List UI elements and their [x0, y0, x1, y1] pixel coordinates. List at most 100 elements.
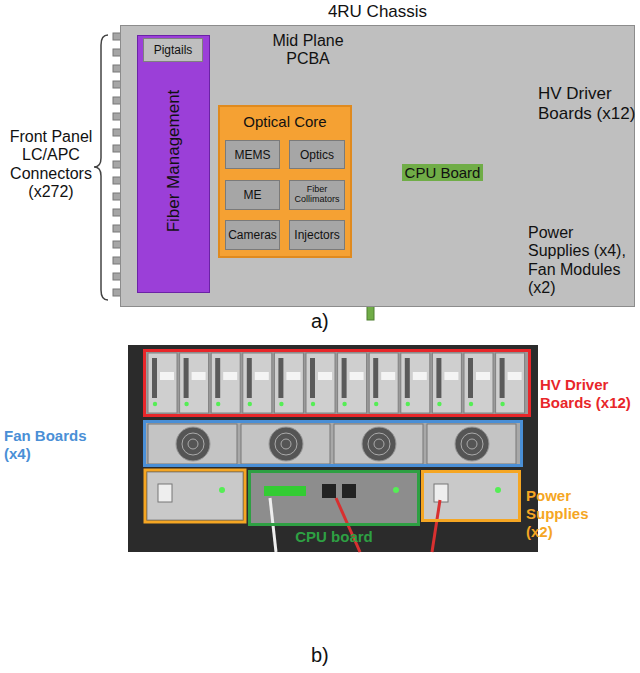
driver-cards [148, 353, 525, 413]
network-port [342, 484, 356, 498]
driver-card [274, 353, 303, 413]
node-text: ME [244, 188, 262, 202]
card-sticker [192, 372, 206, 380]
status-led [469, 402, 473, 406]
driver-card [148, 353, 177, 413]
fan-grille [275, 433, 297, 455]
card-slot [500, 358, 505, 398]
fan-grille [461, 433, 483, 455]
node-text: Cameras [228, 228, 277, 242]
card-slot [373, 358, 378, 398]
driver-card [338, 353, 367, 413]
status-led [374, 402, 378, 406]
cpu-module [250, 472, 418, 524]
card-slot [247, 358, 252, 398]
status-led [279, 402, 283, 406]
driver-card [243, 353, 272, 413]
highlight-frame: HV Driver Boards (x12) [143, 349, 531, 417]
status-led [342, 402, 346, 406]
card-sticker [318, 372, 332, 380]
panel-letter: b) [311, 644, 329, 667]
node-text: 4RU Chassis [121, 2, 634, 22]
card-sticker [444, 372, 458, 380]
node-text: MEMS [235, 148, 271, 162]
status-led [311, 402, 315, 406]
card-slot [468, 358, 473, 398]
driver-card [464, 353, 493, 413]
card-slot [310, 358, 315, 398]
fan-grille [374, 439, 384, 449]
fan-module [148, 424, 237, 464]
card-sticker [223, 372, 237, 380]
node-text: Optics [300, 148, 334, 162]
card-slot [405, 358, 410, 398]
node-text: CPU board [251, 528, 417, 545]
network-port [322, 484, 336, 498]
power-socket [434, 484, 448, 502]
component-box: Optics [289, 140, 345, 169]
driver-card [180, 353, 209, 413]
fan-tray [146, 422, 522, 466]
panel-letter: a) [311, 310, 329, 333]
component-box: Injectors [289, 220, 345, 250]
node-text: Pigtails [154, 43, 193, 57]
photo-background [128, 345, 538, 552]
driver-card [306, 353, 335, 413]
status-led [248, 402, 252, 406]
card-sticker [350, 372, 364, 380]
card-sticker [160, 372, 174, 380]
status-led [500, 402, 504, 406]
node-text: Power Supplies (x2) [526, 487, 604, 541]
highlight-frame: Fan Boards (x4) [143, 420, 523, 467]
component-box: Cameras [225, 220, 280, 250]
driver-card [496, 353, 525, 413]
driver-card [369, 353, 398, 413]
fan-grille [269, 427, 303, 461]
optical-core-box: Optical CoreMEMSOpticsMEFiber Collimator… [218, 105, 352, 258]
status-led [219, 487, 225, 493]
node-text: Injectors [294, 228, 339, 242]
cpu-board-box: CPU Board [385, 128, 500, 216]
status-led [406, 402, 410, 406]
status-led [184, 402, 188, 406]
card-slot [436, 358, 441, 398]
fan-grille [368, 433, 390, 455]
driver-card [432, 353, 461, 413]
callout-label: HV Driver Boards (x12) [538, 84, 640, 123]
status-led [495, 487, 501, 493]
card-sticker [286, 372, 300, 380]
callout-label: Power Supplies (x4), Fan Modules (x2) [528, 224, 638, 298]
node-text: Fiber Management [164, 90, 184, 233]
status-led [437, 402, 441, 406]
fan-grille [281, 439, 291, 449]
node-text: HV Driver Boards (x12) [540, 376, 640, 412]
cable [432, 500, 440, 552]
bracket [94, 35, 108, 300]
node-text: Fiber Collimators [290, 185, 344, 205]
cpu-led-bar [264, 486, 306, 496]
status-led [153, 402, 157, 406]
highlight-frame: Power Supplies (x2) [421, 470, 521, 522]
card-cage [146, 351, 528, 415]
callout-label: Mid Plane PCBA [256, 32, 360, 69]
fan-grille [176, 427, 210, 461]
power-supply-left [147, 472, 243, 520]
card-slot [342, 358, 347, 398]
fan-module [241, 424, 330, 464]
fan-grille [362, 427, 396, 461]
fan-grille [467, 439, 477, 449]
card-slot [152, 358, 157, 398]
card-sticker [381, 372, 395, 380]
card-slot [278, 358, 283, 398]
fan-modules [148, 424, 516, 464]
fan-grille [455, 427, 489, 461]
driver-card [211, 353, 240, 413]
card-sticker [413, 372, 427, 380]
node-text: Fan Boards (x4) [4, 427, 100, 463]
card-slot [215, 358, 220, 398]
driver-card [401, 353, 430, 413]
power-socket [158, 484, 172, 502]
component-box: ME [225, 180, 280, 210]
